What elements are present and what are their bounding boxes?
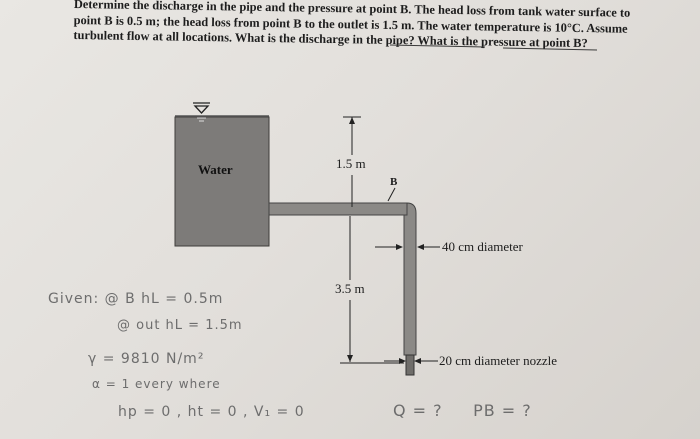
horizontal-pipe: [268, 202, 408, 216]
dim-lower-label: 3.5 m: [335, 281, 365, 296]
water-label: Water: [198, 162, 233, 177]
point-b-label: B: [390, 176, 398, 188]
note-conditions: hp = 0 , ht = 0 , V₁ = 0: [118, 404, 305, 420]
point-b-pointer: [387, 187, 396, 202]
pipe-diameter-label: 40 cm diameter: [442, 239, 523, 254]
nozzle: [405, 354, 415, 376]
underline-discharge: [389, 44, 486, 48]
note-gamma: γ = 9810 N/m²: [88, 351, 205, 367]
note-alpha: α = 1 every where: [92, 377, 221, 391]
nozzle-diameter-label: 20 cm diameter nozzle: [439, 353, 558, 368]
dim-top-label: 1.5 m: [336, 156, 366, 171]
underline-pressure: [502, 47, 598, 51]
water-surface-icon: [193, 105, 210, 114]
pipe-elbow: [403, 202, 417, 356]
note-given: Given: @ B hL = 0.5m: [48, 291, 224, 307]
water-tank: [174, 116, 270, 247]
note-out: @ out hL = 1.5m: [117, 318, 243, 333]
note-unknowns: Q = ? PB = ?: [393, 401, 532, 420]
